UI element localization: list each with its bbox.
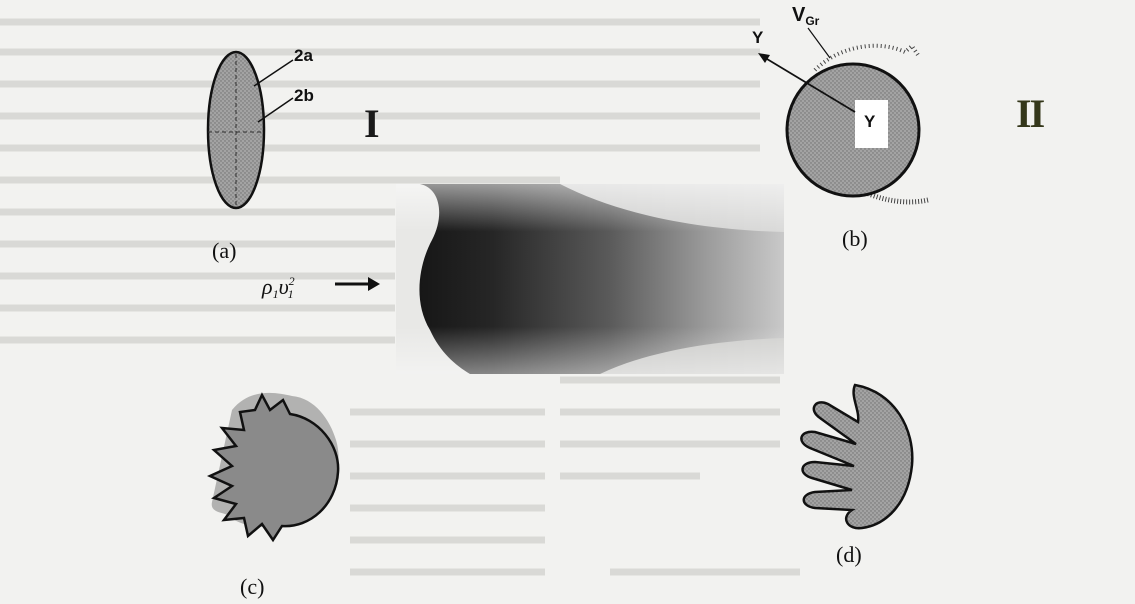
label-velocity: VGr (792, 4, 819, 27)
panel-d-fingers (801, 385, 912, 528)
shock-photograph (396, 184, 784, 374)
panel-c-blob (210, 393, 339, 540)
panel-label-b: (b) (842, 226, 868, 252)
dynamic-pressure-label: ρ1υ21 (262, 274, 294, 300)
label-2a: 2a (294, 46, 313, 66)
roman-numeral-two: II (1016, 90, 1043, 137)
roman-numeral-one: I (364, 100, 378, 147)
label-2b: 2b (294, 86, 314, 106)
label-y-outer: Y (752, 28, 763, 48)
panel-label-a: (a) (212, 238, 236, 264)
label-y-inner: Y (864, 112, 875, 132)
panel-a-ellipse (208, 52, 293, 208)
panel-label-c: (c) (240, 574, 264, 600)
panel-b-circle (758, 28, 928, 202)
panel-label-d: (d) (836, 542, 862, 568)
